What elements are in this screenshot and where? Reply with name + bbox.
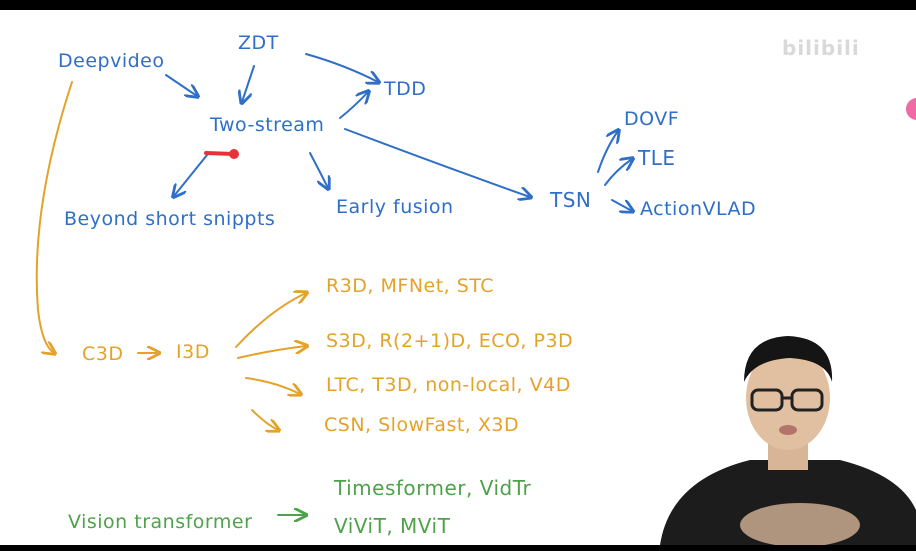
node-vision-transformer: Vision transformer bbox=[68, 511, 253, 533]
whiteboard: Deepvideo ZDT TDD Two-stream Beyond shor… bbox=[0, 10, 916, 545]
arrow-i3d-to-s3d bbox=[237, 346, 306, 359]
arrow-zdt-to-tdd bbox=[305, 53, 378, 82]
arrow-two-stream-to-early-fusion bbox=[309, 152, 328, 188]
node-i3d: I3D bbox=[176, 341, 210, 363]
arrow-i3d-to-csn bbox=[251, 409, 278, 430]
arrow-i3d-to-ltc bbox=[245, 377, 300, 394]
arrow-i3d-to-r3d bbox=[235, 293, 306, 348]
node-dovf: DOVF bbox=[624, 108, 680, 130]
node-two-stream: Two-stream bbox=[210, 114, 325, 136]
node-tdd: TDD bbox=[384, 78, 427, 100]
node-tle: TLE bbox=[638, 146, 676, 170]
arrow-two-stream-to-tsn bbox=[344, 128, 530, 197]
node-ltc-line: LTC, T3D, non-local, V4D bbox=[326, 374, 571, 396]
arrow-layer bbox=[35, 53, 916, 545]
pen-color-indicator[interactable] bbox=[906, 98, 916, 120]
red-pen-dot bbox=[229, 149, 239, 159]
arrow-two-stream-to-tdd bbox=[339, 92, 368, 119]
node-early-fusion: Early fusion bbox=[336, 196, 454, 218]
node-s3d-line: S3D, R(2+1)D, ECO, P3D bbox=[326, 330, 574, 352]
presenter-figure bbox=[660, 336, 916, 545]
node-timesformer-line: Timesformer, VidTr bbox=[334, 476, 532, 500]
node-tsn: TSN bbox=[550, 188, 592, 212]
arrow-two-stream-to-beyond bbox=[174, 154, 208, 196]
bilibili-watermark: bilibili bbox=[782, 36, 860, 60]
arrow-zdt-to-two-stream bbox=[242, 65, 255, 102]
arrow-deepvideo-to-c3d bbox=[35, 81, 73, 353]
arrow-deepvideo-to-two-stream bbox=[165, 74, 197, 96]
arrow-tsn-to-tle bbox=[604, 159, 632, 186]
node-csn-line: CSN, SlowFast, X3D bbox=[324, 414, 520, 436]
arrow-tsn-to-actionvlad bbox=[611, 199, 632, 211]
node-zdt: ZDT bbox=[238, 32, 279, 54]
node-c3d: C3D bbox=[82, 343, 124, 365]
node-actionvlad: ActionVLAD bbox=[640, 198, 757, 220]
node-beyond-short-snippets: Beyond short snippts bbox=[64, 208, 276, 230]
arrow-tsn-to-dovf bbox=[597, 131, 618, 173]
node-vivit-line: ViViT, MViT bbox=[334, 514, 451, 538]
node-deepvideo: Deepvideo bbox=[58, 50, 165, 72]
node-r3d-line: R3D, MFNet, STC bbox=[326, 275, 495, 297]
